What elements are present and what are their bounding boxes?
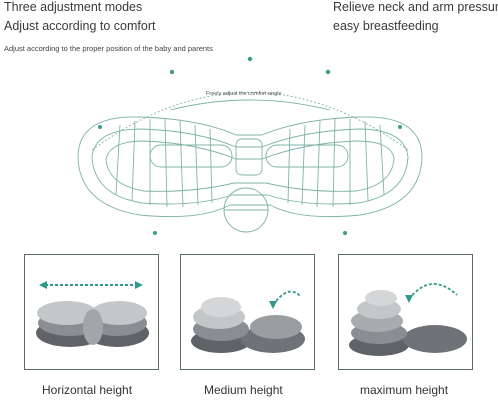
panel-medium (180, 254, 315, 370)
caption-medium: Medium height (204, 383, 283, 397)
panel-horizontal (24, 254, 159, 370)
pressure-note: Relieve neck and arm pressure (333, 0, 498, 14)
double-arrow-icon (39, 281, 143, 289)
pillow-outline (77, 116, 423, 218)
pillow-line-diagram: Freely adjust the comfort angle (77, 56, 423, 235)
adjust-angle-label: Freely adjust the comfort angle (206, 91, 282, 97)
right-pad (265, 144, 349, 168)
curved-arrow-icon (405, 283, 458, 303)
panel-maximum (338, 254, 473, 370)
pillow-photo (36, 301, 149, 347)
pillow-photo (349, 290, 467, 356)
mode-count-note: Three adjustment modes (4, 0, 143, 14)
position-note: Adjust according to the proper position … (4, 44, 213, 53)
caption-horizontal: Horizontal height (42, 383, 133, 397)
pillow-photo (191, 297, 305, 353)
caption-maximum: maximum height (360, 383, 449, 397)
adjust-angle-arc (91, 92, 409, 151)
breastfeeding-note: easy breastfeeding (333, 19, 439, 33)
comfort-note: Adjust according to comfort (4, 19, 156, 33)
left-pad (149, 144, 233, 168)
curved-arrow-icon (269, 290, 302, 309)
